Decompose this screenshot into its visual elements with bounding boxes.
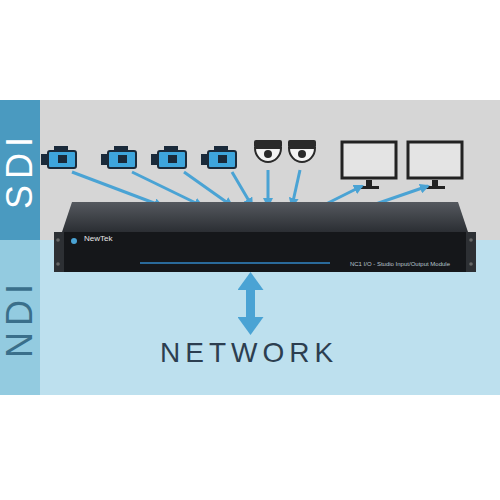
camera-body bbox=[48, 151, 76, 168]
rack-top bbox=[62, 202, 468, 232]
brand-name: NewTek bbox=[84, 235, 112, 244]
signal-arrow bbox=[184, 172, 232, 206]
dome-base bbox=[288, 140, 316, 148]
band-strip: SDI bbox=[0, 100, 40, 240]
ndi-strip bbox=[0, 240, 40, 395]
rack-screw bbox=[56, 262, 60, 266]
model-name: NC1 I/O - Studio Input/Output Module bbox=[350, 261, 450, 268]
network-node: NETWORK bbox=[156, 335, 345, 371]
sdi-ground bbox=[0, 100, 500, 240]
dome-lens bbox=[298, 150, 306, 158]
signal-arrow bbox=[232, 172, 252, 206]
band-label: SDI bbox=[2, 131, 38, 209]
video-camera bbox=[201, 146, 236, 168]
dome-camera bbox=[254, 140, 282, 162]
video-camera bbox=[151, 146, 186, 168]
rack-screw bbox=[469, 262, 473, 266]
dome-lens bbox=[264, 150, 272, 158]
monitor-neck bbox=[366, 180, 372, 186]
rack-accent bbox=[140, 262, 330, 264]
dome-shell bbox=[255, 148, 281, 162]
monitor-neck bbox=[432, 180, 438, 186]
brand-mark bbox=[71, 238, 77, 244]
camera-lens bbox=[41, 154, 49, 165]
network-label: NETWORK bbox=[160, 337, 341, 369]
camera-panel bbox=[118, 155, 127, 163]
camera-panel bbox=[218, 155, 227, 163]
monitor bbox=[408, 142, 462, 189]
dome-camera bbox=[288, 140, 316, 162]
rack-ear bbox=[466, 232, 476, 272]
network-link bbox=[246, 290, 255, 317]
camera-body bbox=[108, 151, 136, 168]
signal-arrows bbox=[72, 170, 428, 206]
camera-lens bbox=[151, 154, 159, 165]
sdi-strip bbox=[0, 100, 40, 240]
camera-lens bbox=[201, 154, 209, 165]
video-camera bbox=[41, 146, 76, 168]
signal-arrow bbox=[292, 170, 300, 206]
dome-base bbox=[254, 140, 282, 148]
signal-arrow bbox=[267, 170, 270, 206]
signal-arrow bbox=[72, 172, 162, 206]
rack-front bbox=[62, 232, 468, 272]
camera-lens bbox=[101, 154, 109, 165]
video-camera bbox=[101, 146, 136, 168]
dome-shell bbox=[289, 148, 315, 162]
camera-panel bbox=[58, 155, 67, 163]
rack-screw bbox=[469, 238, 473, 242]
camera-body bbox=[158, 151, 186, 168]
camera-body bbox=[208, 151, 236, 168]
band-strip: NDI bbox=[0, 240, 40, 395]
camera-panel bbox=[168, 155, 177, 163]
rack-unit bbox=[54, 202, 476, 272]
rack-screw bbox=[56, 238, 60, 242]
band-label: NDI bbox=[2, 278, 38, 358]
rack-device: NewTekNC1 I/O - Studio Input/Output Modu… bbox=[62, 232, 468, 272]
signal-band: SDI bbox=[0, 100, 500, 240]
monitor bbox=[342, 142, 396, 189]
monitor-screen bbox=[342, 142, 396, 178]
rack-ear bbox=[54, 232, 64, 272]
monitor-screen bbox=[408, 142, 462, 178]
